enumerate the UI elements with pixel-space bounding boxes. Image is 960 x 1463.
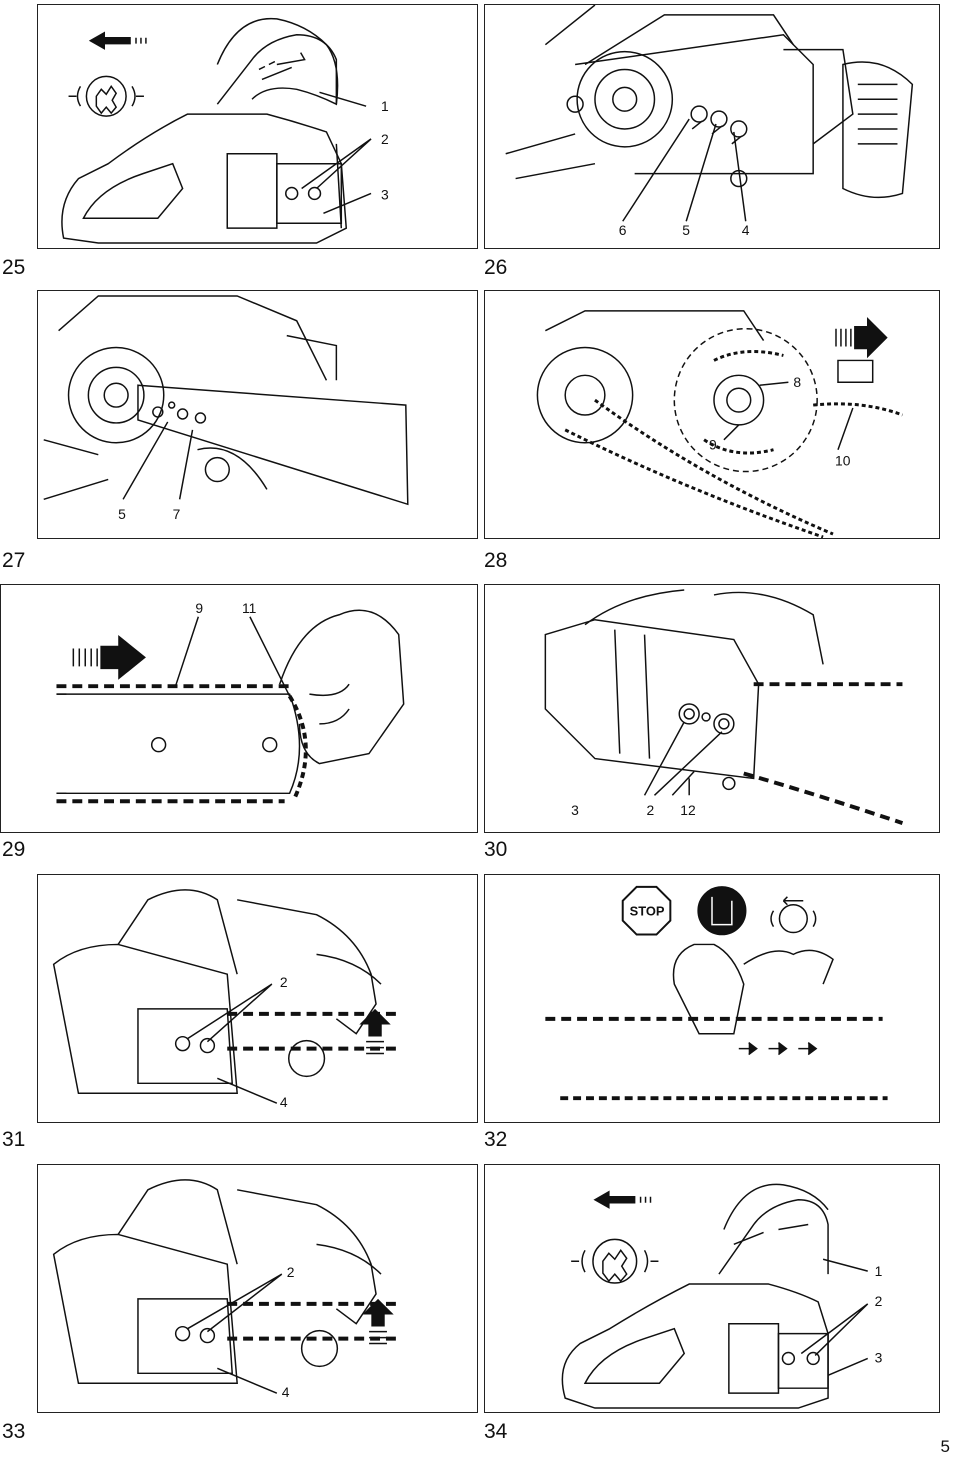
callout-2b: 2 [647, 802, 655, 818]
callout-2: 2 [381, 131, 389, 147]
callout-1b: 1 [875, 1263, 883, 1279]
callout-2e: 2 [875, 1293, 883, 1309]
figure-26-illustration: 6 5 4 [505, 5, 914, 238]
figure-33-illustration: 2 4 [52, 1179, 396, 1400]
figure-27-number: 27 [2, 549, 26, 572]
figure-28-number: 28 [484, 549, 508, 572]
figure-32-number: 32 [484, 1128, 508, 1151]
callout-8: 8 [793, 374, 801, 390]
figure-31-number: 31 [2, 1128, 26, 1151]
figure-30-illustration: 3 2 12 [544, 589, 904, 825]
figure-34-panel: 1 2 3 [484, 1164, 940, 1413]
figure-32-panel: STOP [484, 874, 940, 1123]
figure-34-number: 34 [484, 1420, 508, 1443]
callout-2c: 2 [280, 974, 288, 990]
figure-25-illustration: 1 2 3 [61, 17, 389, 244]
callout-10: 10 [835, 453, 851, 469]
callout-9b: 9 [195, 600, 203, 616]
callout-9: 9 [709, 437, 717, 453]
figure-30-panel: 3 2 12 [484, 584, 940, 833]
figure-33-panel: 2 4 [37, 1164, 478, 1413]
chain-brake-icon [778, 904, 808, 934]
callout-4: 4 [742, 222, 750, 238]
figure-28-illustration: 8 9 10 [536, 310, 903, 538]
glove-icon [697, 886, 747, 936]
figure-28-panel: 8 9 10 [484, 290, 940, 539]
figure-30-number: 30 [484, 838, 508, 861]
figure-31-panel: 2 4 [37, 874, 478, 1123]
callout-1: 1 [381, 98, 389, 114]
callout-4b: 4 [280, 1094, 288, 1110]
callout-12: 12 [680, 802, 696, 818]
callout-5b: 5 [118, 506, 126, 522]
callout-2d: 2 [287, 1264, 295, 1280]
callout-4c: 4 [282, 1384, 290, 1400]
stop-sign-icon [621, 885, 672, 936]
callout-7: 7 [173, 506, 181, 522]
callout-5: 5 [682, 222, 690, 238]
callout-3: 3 [381, 186, 389, 202]
stop-sign-text: STOP [630, 904, 665, 919]
figure-25-panel: 1 2 3 [37, 4, 478, 249]
figure-34-illustration: 1 2 3 [561, 1183, 883, 1409]
figure-29-number: 29 [2, 838, 26, 861]
figure-26-number: 26 [484, 256, 508, 279]
figure-27-illustration: 5 7 [43, 295, 409, 522]
figure-25-number: 25 [2, 256, 26, 279]
page-number: 5 [940, 1437, 950, 1456]
callout-3b: 3 [571, 802, 579, 818]
figure-31-illustration: 2 4 [52, 889, 396, 1110]
figure-26-panel: 6 5 4 [484, 4, 940, 249]
callout-6: 6 [619, 222, 627, 238]
figure-33-number: 33 [2, 1420, 26, 1443]
figure-32-illustration: STOP [545, 885, 888, 1101]
callout-11: 11 [242, 600, 257, 616]
figure-27-panel: 5 7 [37, 290, 478, 539]
figure-29-illustration: 9 11 [56, 600, 405, 804]
callout-3c: 3 [875, 1349, 883, 1365]
figure-29-panel: 9 11 [0, 584, 478, 833]
